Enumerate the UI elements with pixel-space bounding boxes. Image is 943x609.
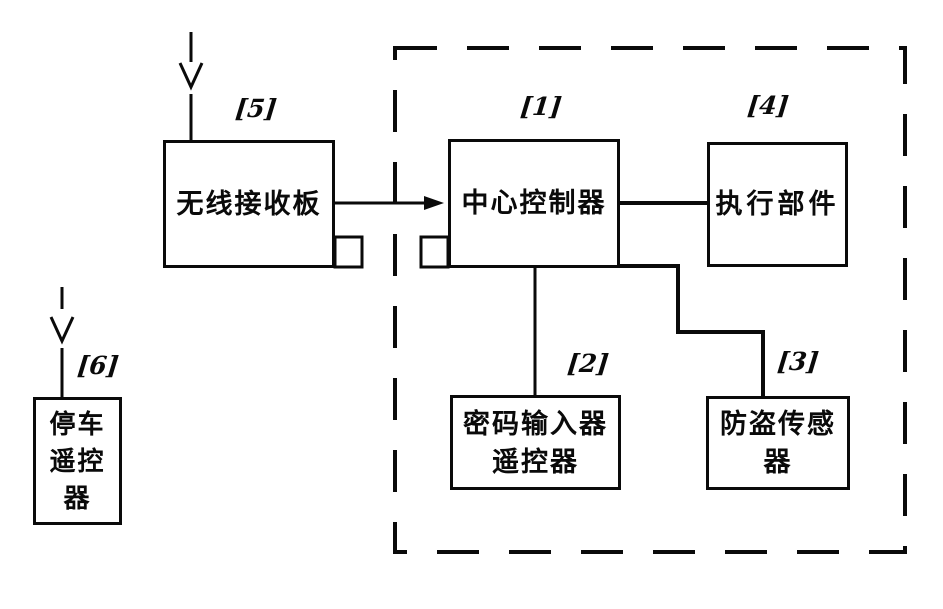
block-wireless-receiver-board: 无线接收板	[163, 140, 335, 268]
block-parking-remote: 停车 遥控 器	[33, 397, 122, 525]
block-label: 中心控制器	[461, 188, 607, 218]
down-chevron-icon	[49, 316, 75, 345]
ref-label-5: [5]	[233, 94, 279, 123]
block-central-controller: 中心控制器	[448, 139, 620, 268]
ref-label-2: [2]	[565, 349, 611, 378]
block-label: 无线接收板	[176, 188, 322, 219]
down-chevron-icon	[178, 62, 204, 91]
signal-arrow-into-5	[178, 32, 204, 140]
ref-label-6: [6]	[75, 351, 121, 380]
block-label-line: 遥控	[49, 445, 106, 476]
block-label-line: 遥控器	[492, 446, 579, 477]
block-antitheft-sensor: 防盗传感 器	[706, 396, 850, 490]
connector-tab-5	[333, 235, 364, 269]
ref-label-1: [1]	[518, 92, 564, 121]
block-label-line: 停车	[49, 408, 106, 439]
signal-arrow-into-6	[49, 287, 75, 397]
block-password-input-remote: 密码输入器 遥控器	[450, 395, 621, 490]
ref-label-3: [3]	[775, 347, 821, 376]
block-label-line: 器	[63, 482, 92, 513]
arrowhead-right-icon	[424, 196, 444, 210]
block-label-line: 防盗传感	[720, 409, 836, 439]
block-actuator-component: 执行部件	[707, 142, 848, 267]
dashed-boundary	[393, 46, 907, 554]
link-5-to-1	[335, 196, 444, 210]
ref-label-4: [4]	[745, 91, 791, 120]
connector-tab-1	[419, 235, 450, 269]
block-label-line: 密码输入器	[463, 408, 608, 439]
link-1-to-3	[618, 264, 765, 396]
block-label: 执行部件	[715, 189, 840, 219]
block-label-line: 器	[763, 447, 793, 477]
